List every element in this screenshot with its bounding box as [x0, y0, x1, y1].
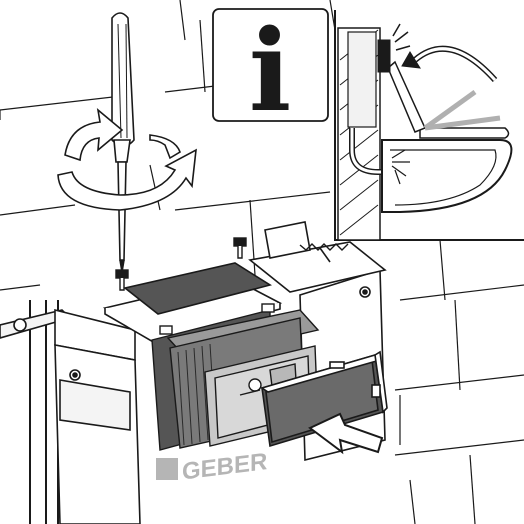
frame-brand-logo: GEBER: [156, 448, 267, 486]
info-symbol: i: [249, 6, 292, 137]
toilet-lid-arrow-icon: [401, 45, 498, 83]
brand-text: GEBER: [182, 448, 267, 485]
screwdriver-icon: [111, 12, 135, 273]
toilet-detail: [334, 10, 524, 241]
info-icon: i: [212, 6, 329, 137]
screw-icon: [115, 237, 247, 291]
mounting-plate: [102, 262, 283, 344]
cover-panel: [260, 350, 388, 448]
rotate-arrows-icon: [57, 108, 197, 211]
insert-arrow-icon: [308, 412, 384, 455]
